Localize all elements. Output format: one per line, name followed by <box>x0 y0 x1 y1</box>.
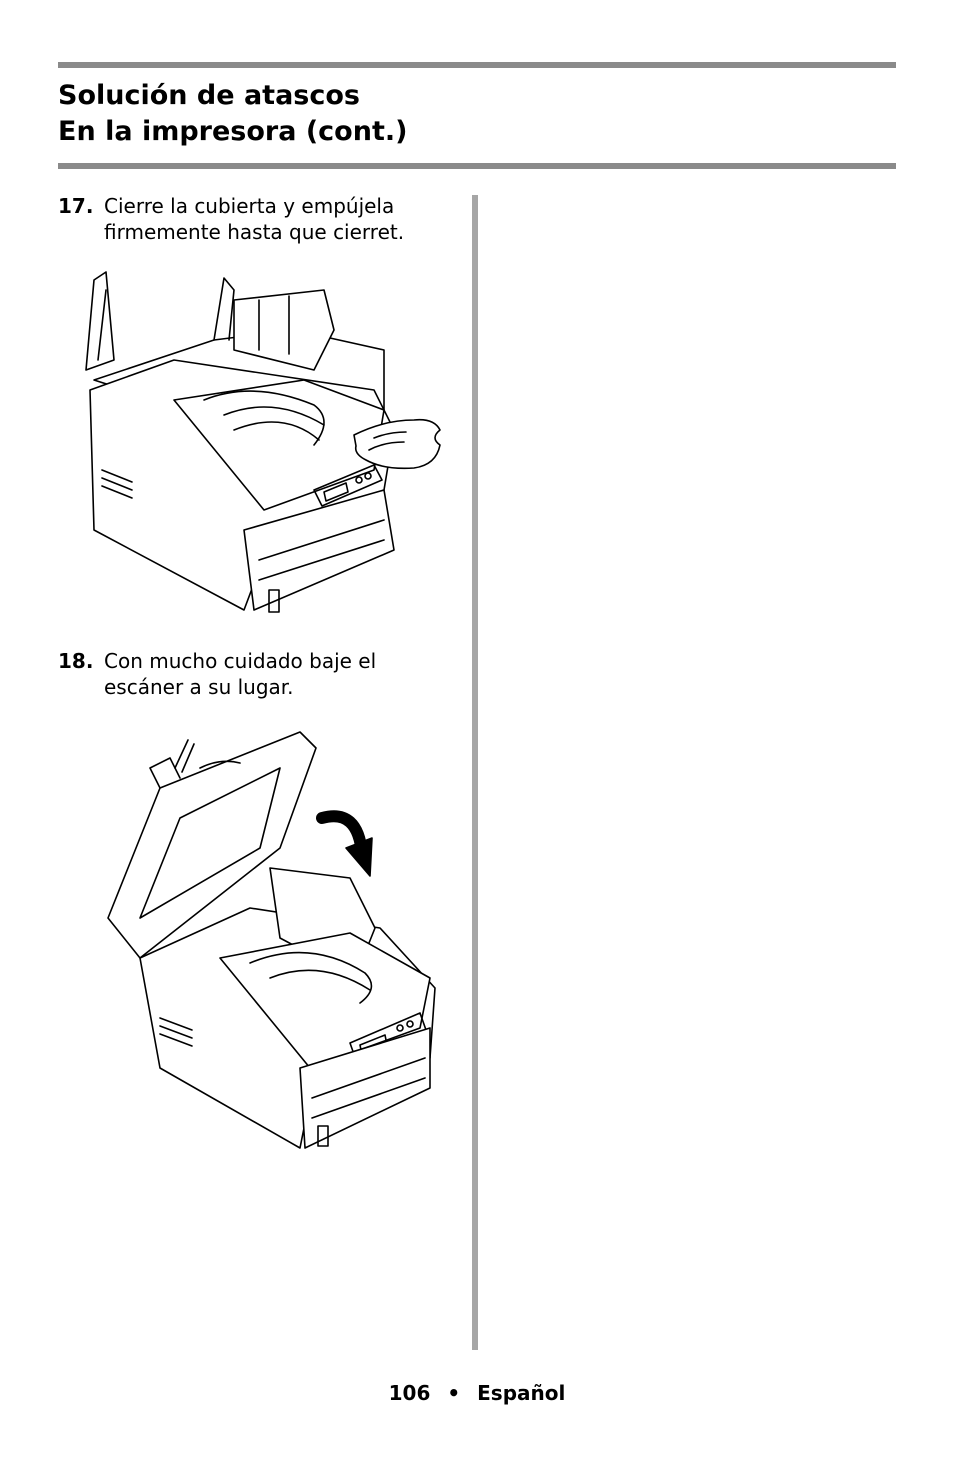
footer-language: Español <box>477 1381 566 1405</box>
lowering-scanner-illustration <box>107 731 436 1149</box>
step-18-text-line-2: escáner a su lugar. <box>104 675 294 699</box>
header-rule-top <box>58 62 896 68</box>
step-17: 17. Cierre la cubierta y empújela firmem… <box>58 193 458 245</box>
column-divider <box>472 195 478 1350</box>
page-number: 106 <box>388 1381 431 1405</box>
footer-separator: • <box>447 1381 461 1405</box>
header-rule-bottom <box>58 163 896 169</box>
step-18-text-line-1: Con mucho cuidado baje el <box>104 649 377 673</box>
page-title-line-2: En la impresora (cont.) <box>58 116 408 147</box>
step-17-number: 17. <box>58 194 94 218</box>
printer-closing-cover-illustration <box>85 271 441 613</box>
page-footer: 106 • Español <box>0 1381 954 1405</box>
step-18-number: 18. <box>58 649 94 673</box>
page-title-line-1: Solución de atascos <box>58 80 360 111</box>
step-18: 18. Con mucho cuidado baje el escáner a … <box>58 648 458 700</box>
step-17-text-line-1: Cierre la cubierta y empújela <box>104 194 395 218</box>
step-17-text-line-2: firmemente hasta que cierret. <box>104 220 405 244</box>
